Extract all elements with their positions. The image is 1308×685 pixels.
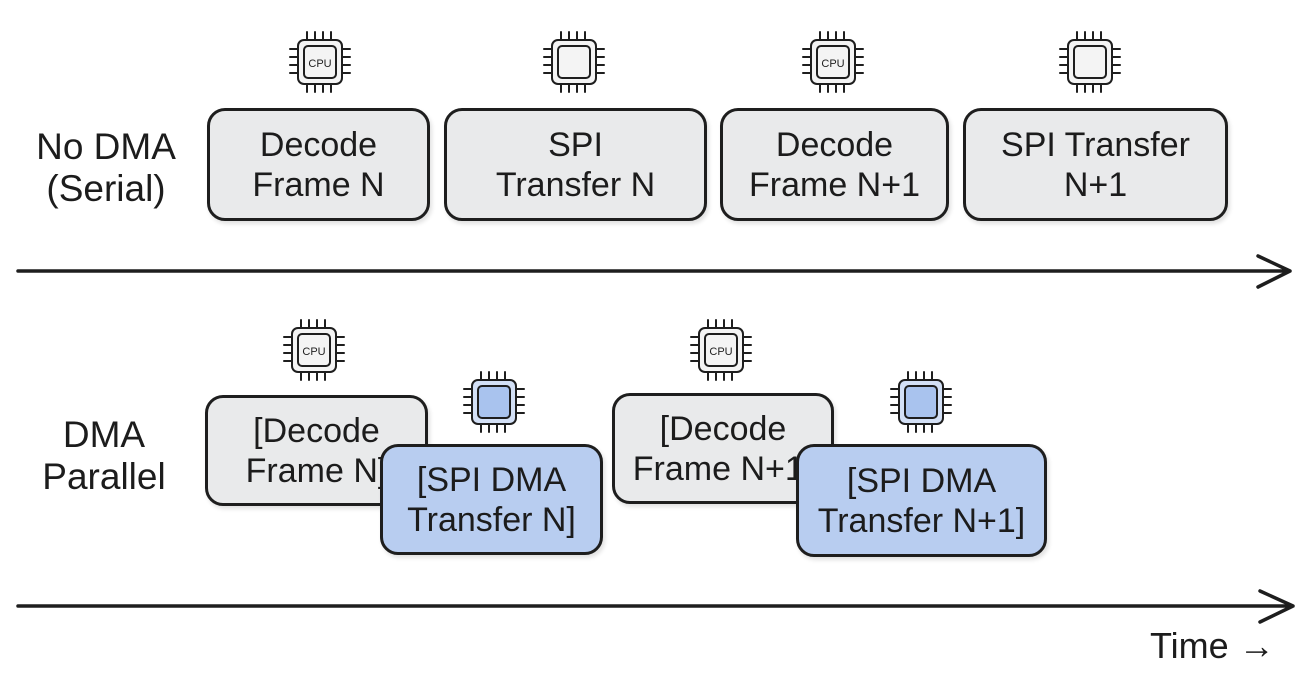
box-line-2: Frame N+1 <box>749 165 920 204</box>
box-line-2: Transfer N <box>495 165 656 204</box>
serial-time-axis-arrow <box>16 254 1292 289</box>
parallel-row-label-line-1: DMA <box>62 414 146 455</box>
box-line-2: Frame N+1] <box>632 449 814 488</box>
time-axis-label: Time → <box>1150 625 1275 666</box>
serial-row-label: No DMA (Serial) <box>30 126 182 210</box>
serial-box-decode-frame-n: Decode Frame N <box>207 108 430 221</box>
box-line-1: SPI <box>548 125 603 164</box>
parallel-time-axis-arrow <box>16 589 1295 624</box>
chip-icon <box>1059 31 1121 93</box>
dma-chip-icon <box>890 371 952 433</box>
cpu-chip-icon: CPU <box>283 319 345 381</box>
cpu-chip-icon: CPU <box>690 319 752 381</box>
parallel-box-spi-dma-transfer-n: [SPI DMA Transfer N] <box>380 444 603 555</box>
box-line-1: SPI Transfer <box>1001 125 1190 164</box>
parallel-row-label-line-2: Parallel <box>42 456 166 497</box>
cpu-chip-icon: CPU <box>289 31 351 93</box>
serial-row-label-line-2: (Serial) <box>46 168 166 209</box>
serial-box-spi-transfer-n-plus-1: SPI Transfer N+1 <box>963 108 1228 221</box>
box-line-1: Decode <box>259 125 378 164</box>
parallel-box-decode-frame-n-plus-1: [Decode Frame N+1] <box>612 393 834 504</box>
serial-box-spi-transfer-n: SPI Transfer N <box>444 108 707 221</box>
cpu-chip-text: CPU <box>302 346 325 358</box>
cpu-chip-text: CPU <box>709 346 732 358</box>
box-line-2: Transfer N+1] <box>817 501 1026 540</box>
box-line-1: Decode <box>775 125 894 164</box>
parallel-box-spi-dma-transfer-n-plus-1: [SPI DMA Transfer N+1] <box>796 444 1047 557</box>
cpu-chip-icon: CPU <box>802 31 864 93</box>
box-line-1: [SPI DMA <box>846 461 997 500</box>
box-line-2: Transfer N] <box>407 500 576 539</box>
chip-icon <box>543 31 605 93</box>
cpu-chip-text: CPU <box>821 58 844 70</box>
box-line-1: [Decode <box>253 411 380 450</box>
serial-box-decode-frame-n-plus-1: Decode Frame N+1 <box>720 108 949 221</box>
serial-row-label-line-1: No DMA <box>36 126 176 167</box>
cpu-chip-text: CPU <box>308 58 331 70</box>
box-line-2: N+1 <box>1063 165 1128 204</box>
box-line-1: [Decode <box>659 409 787 448</box>
box-line-2: Frame N] <box>245 451 388 490</box>
dma-chip-icon <box>463 371 525 433</box>
box-line-2: Frame N <box>252 165 385 204</box>
box-line-1: [SPI DMA <box>416 460 567 499</box>
parallel-row-label: DMA Parallel <box>28 414 180 498</box>
